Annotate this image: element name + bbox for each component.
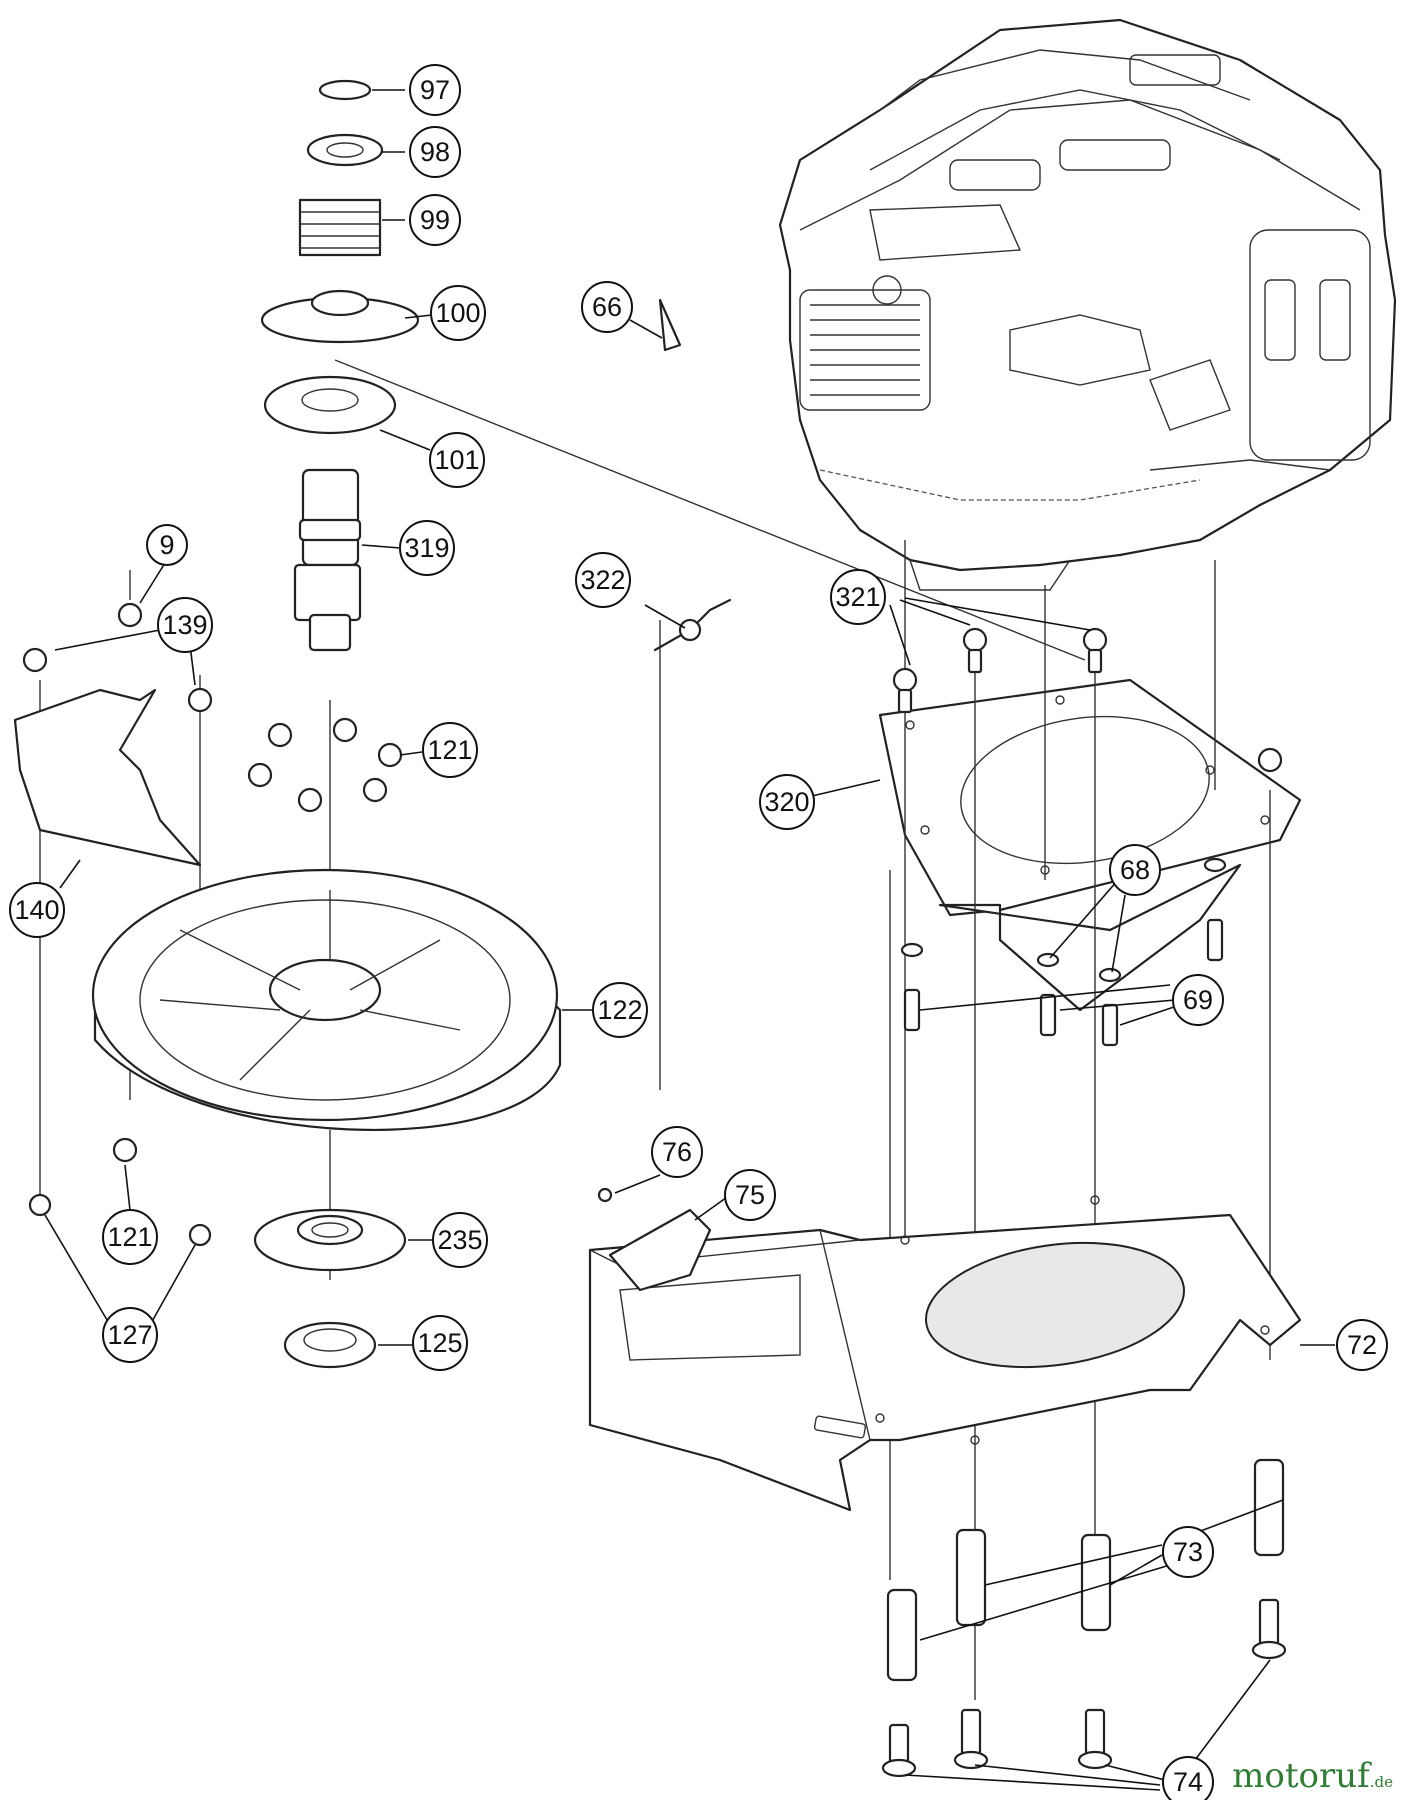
lock-nuts [28,1193,212,1247]
callout-121-upper: 121 [422,722,478,778]
svg-text:122: 122 [597,995,642,1025]
svg-text:125: 125 [417,1328,462,1358]
callout-127: 127 [102,1307,158,1363]
svg-text:121: 121 [107,1222,152,1252]
svg-text:97: 97 [420,75,450,105]
callout-72: 72 [1336,1319,1388,1371]
leader-lines [44,89,1335,1791]
hold-down-bracket [13,602,213,867]
svg-text:72: 72 [1347,1330,1377,1360]
callout-125: 125 [412,1315,468,1371]
svg-text:76: 76 [662,1137,692,1167]
svg-text:140: 140 [14,895,59,925]
callout-75: 75 [724,1169,776,1221]
callout-76: 76 [651,1126,703,1178]
svg-text:75: 75 [735,1180,765,1210]
svg-text:321: 321 [835,582,880,612]
callout-101: 101 [429,432,485,488]
svg-text:235: 235 [437,1225,482,1255]
svg-text:9: 9 [159,530,174,560]
callout-97: 97 [409,64,461,116]
callout-319: 319 [399,520,455,576]
callout-74: 74 [1162,1756,1214,1800]
bearing-housing [253,1208,407,1369]
svg-text:139: 139 [162,610,207,640]
callout-140: 140 [9,882,65,938]
svg-text:73: 73 [1173,1537,1203,1567]
callout-321: 321 [830,569,886,625]
pulley-bolts [112,717,403,1163]
callout-100: 100 [430,285,486,341]
svg-text:320: 320 [764,787,809,817]
callout-320: 320 [759,774,815,830]
spacers-and-bolts [881,1458,1287,1778]
svg-text:121: 121 [427,735,472,765]
callout-99: 99 [409,194,461,246]
spring-clip [653,298,732,652]
svg-text:322: 322 [580,565,625,595]
svg-text:66: 66 [592,292,622,322]
spindle-assembly [260,79,420,652]
deflector-bracket [597,1187,712,1292]
callout-69: 69 [1172,974,1224,1026]
svg-text:319: 319 [404,533,449,563]
callout-66: 66 [581,281,633,333]
engine-mounting-plate [878,678,1302,1012]
svg-text:101: 101 [434,445,479,475]
engine-illustration [778,18,1397,591]
callout-139: 139 [157,597,213,653]
mounting-bolts [892,627,1283,1047]
svg-text:98: 98 [420,137,450,167]
callout-322: 322 [575,552,631,608]
callout-68: 68 [1109,844,1161,896]
svg-text:100: 100 [435,298,480,328]
callout-235: 235 [432,1212,488,1268]
svg-text:68: 68 [1120,855,1150,885]
svg-text:99: 99 [420,205,450,235]
callout-9: 9 [146,524,188,566]
svg-text:69: 69 [1183,985,1213,1015]
svg-text:127: 127 [107,1320,152,1350]
watermark-logo: motoruf.de [1232,1756,1393,1796]
callout-121-lower: 121 [102,1209,158,1265]
svg-text:74: 74 [1173,1767,1203,1797]
callout-122: 122 [592,982,648,1038]
callout-98: 98 [409,126,461,178]
callout-73: 73 [1162,1526,1214,1578]
pulley-fan [91,868,562,1131]
